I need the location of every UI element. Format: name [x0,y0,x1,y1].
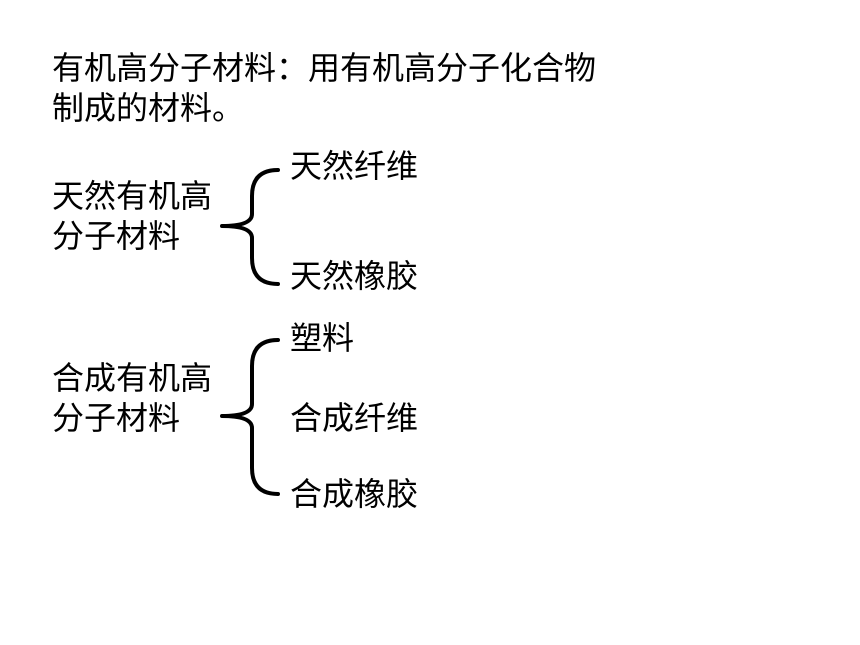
synthetic-label-line-1: 合成有机高 [52,359,213,397]
definition-line-1: 有机高分子材料：用有机高分子化合物 [52,49,597,87]
synthetic-item-rubber: 合成橡胶 [290,475,419,513]
synthetic-label-line-2: 分子材料 [52,399,181,437]
synthetic-item-plastic: 塑料 [290,319,355,357]
natural-item-fiber: 天然纤维 [290,147,419,185]
definition-text: 有机高分子材料：用有机高分子化合物 制成的材料。 [52,48,596,128]
synthetic-item-fiber: 合成纤维 [290,399,419,437]
definition-line-2: 制成的材料。 [52,89,245,127]
synthetic-polymer-label: 合成有机高 分子材料 [52,358,212,438]
natural-item-rubber: 天然橡胶 [290,257,419,295]
natural-label-line-2: 分子材料 [52,217,181,255]
natural-label-line-1: 天然有机高 [52,177,213,215]
natural-polymer-label: 天然有机高 分子材料 [52,176,212,256]
